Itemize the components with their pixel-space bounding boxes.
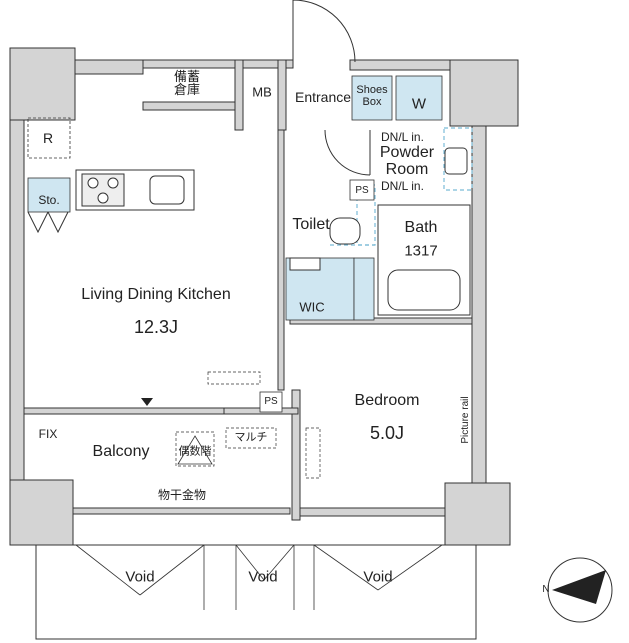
bathtub: [387, 269, 461, 311]
column-top-right: [449, 59, 519, 127]
washer-area: [395, 75, 443, 121]
dn-bottom-label: DN/L in.: [381, 179, 424, 193]
powder-dash: [443, 127, 473, 191]
toilet-bowl: [329, 217, 361, 245]
void-cross: [313, 544, 443, 591]
wall-top: [74, 59, 144, 75]
toilet-shelf: [289, 257, 321, 271]
window-marker-icon: [141, 398, 153, 406]
picture-rail-label: Picture rail: [460, 396, 471, 444]
wall-partition: [234, 59, 244, 131]
wall-top: [142, 59, 239, 69]
ps-bedroom-label: PS: [264, 396, 278, 407]
column-top-left: [9, 47, 76, 121]
sink: [149, 175, 185, 205]
ps-toilet-label: PS: [355, 185, 369, 196]
powder-door-swing: [324, 129, 371, 176]
drying-hardware-label: 物干金物: [157, 488, 207, 502]
void-area: [35, 544, 477, 640]
mb-label: MB: [252, 84, 272, 100]
closet-door: [27, 211, 49, 234]
sto-label: Sto.: [38, 193, 60, 207]
hatch-icon: [177, 435, 213, 465]
multi-label: マルチ: [234, 431, 268, 444]
storage-label: 備蓄 倉庫: [173, 69, 201, 97]
wall-partition: [142, 101, 236, 111]
column-bottom-right: [444, 482, 511, 546]
wic-label: WIC: [299, 299, 325, 315]
window-line: [23, 407, 225, 415]
column-bottom-left: [9, 479, 74, 546]
wall-right: [471, 125, 487, 487]
fridge-label: R: [42, 130, 54, 146]
evacuation-hatch: [175, 431, 215, 467]
balcony-rail: [72, 507, 291, 515]
air-conditioner: [207, 371, 261, 385]
bath-label: Bath: [404, 219, 438, 236]
entrance-door-swing: [292, 0, 356, 63]
storage-sto: [27, 177, 71, 213]
ldk-name-label: Living Dining Kitchen: [81, 286, 231, 303]
void-label-1: Void: [125, 568, 155, 586]
ps-box: [349, 179, 375, 201]
bath-size-label: 1317: [404, 242, 438, 260]
void-label-2: Void: [248, 568, 278, 586]
air-conditioner: [305, 427, 321, 479]
ps-box: [259, 391, 283, 413]
wic-area: [353, 257, 375, 321]
wall-partition: [299, 507, 446, 517]
wall-partition: [277, 59, 287, 131]
powder-sink: [444, 147, 468, 175]
shoes-box: [351, 75, 393, 121]
wall-top: [349, 59, 451, 71]
shoes-box-label: Shoes Box: [356, 83, 388, 108]
void-label-3: Void: [363, 568, 393, 586]
closet-door: [47, 211, 69, 234]
fix-label: FIX: [38, 427, 58, 441]
evacuation-label: 偶数階: [178, 445, 212, 458]
bedroom-size-label: 5.0J: [369, 423, 405, 443]
compass-north-label: N: [542, 584, 550, 595]
wall-partition: [291, 389, 301, 521]
bedroom-name-label: Bedroom: [354, 392, 420, 409]
fridge-space: [27, 117, 71, 159]
north-arrow-icon: [547, 557, 613, 623]
washer-label: W: [411, 95, 427, 113]
void-cross: [235, 544, 295, 581]
wall-partition: [289, 317, 473, 325]
entrance-label: Entrance: [294, 89, 352, 105]
balcony-label: Balcony: [92, 443, 150, 460]
multi-unit: [225, 427, 277, 449]
dn-top-label: DN/L in.: [381, 130, 424, 144]
void-cross: [75, 544, 205, 596]
toilet-label: Toilet: [292, 216, 330, 233]
wall-partition: [277, 129, 285, 391]
powder-room-label: Powder Room: [379, 144, 435, 178]
ldk-size-label: 12.3J: [133, 317, 179, 337]
